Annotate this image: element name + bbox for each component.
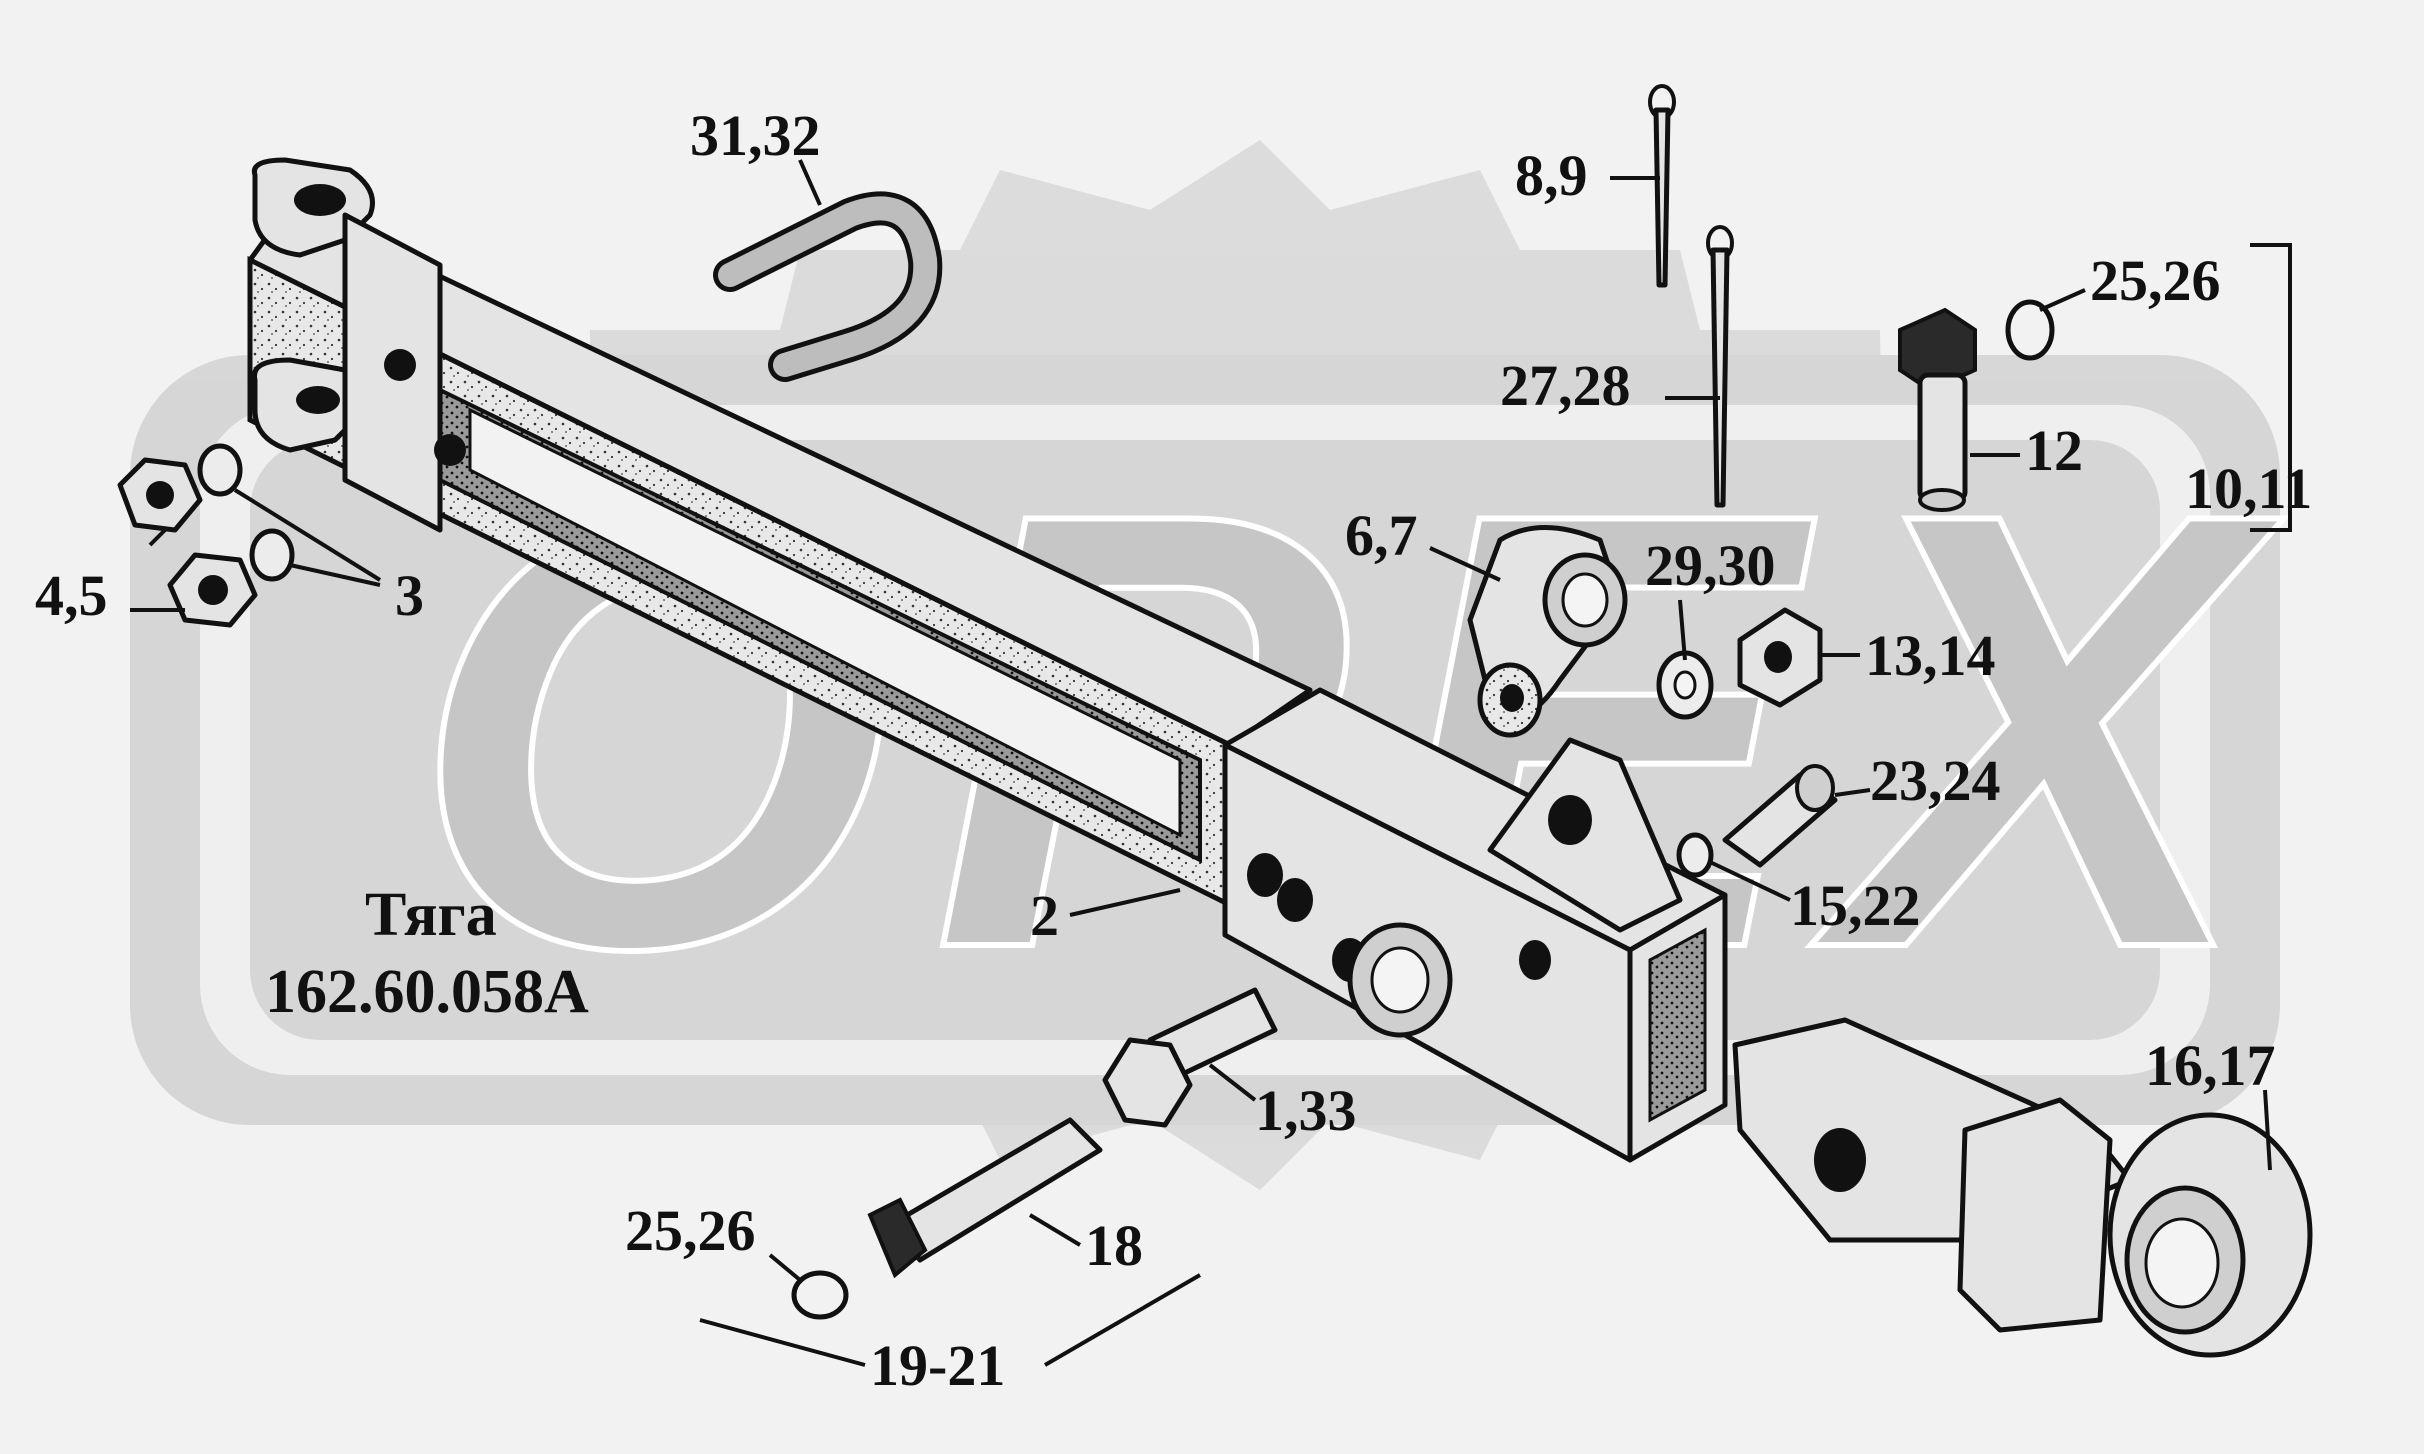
cotter-pin-long bbox=[1706, 225, 1734, 508]
label-4-5: 4,5 bbox=[35, 563, 108, 628]
part-labels: 31,32 8,9 25,26 27,28 12 10,11 6,7 29,30… bbox=[35, 103, 2312, 1398]
yoke-end bbox=[251, 157, 466, 533]
label-25-26-top: 25,26 bbox=[2090, 248, 2221, 313]
label-25-26-bottom: 25,26 bbox=[625, 1198, 756, 1263]
label-1-33: 1,33 bbox=[1255, 1078, 1357, 1143]
label-8-9: 8,9 bbox=[1515, 143, 1588, 208]
title-text: Тяга bbox=[365, 881, 497, 949]
leader-lines bbox=[130, 159, 2272, 1367]
washer-29-30 bbox=[1656, 650, 1714, 720]
nut-13-14 bbox=[1737, 607, 1823, 708]
washer-top bbox=[2005, 299, 2055, 361]
diagram-title: Тяга 162.60.058A bbox=[265, 881, 589, 1026]
washer-3-upper bbox=[197, 443, 243, 497]
label-31-32: 31,32 bbox=[690, 103, 821, 168]
pin-12 bbox=[1898, 307, 1977, 512]
label-23-24: 23,24 bbox=[1870, 748, 2001, 813]
cotter-pin-top bbox=[1648, 84, 1676, 288]
clamp-6-7 bbox=[1467, 525, 1628, 738]
label-18: 18 bbox=[1085, 1213, 1143, 1278]
nut-upper bbox=[117, 457, 203, 533]
label-27-28: 27,28 bbox=[1500, 353, 1631, 418]
part-number-text: 162.60.058A bbox=[265, 958, 589, 1026]
square-housing bbox=[1222, 687, 1728, 1163]
nut-lower bbox=[167, 552, 258, 628]
label-6-7: 6,7 bbox=[1345, 503, 1418, 568]
pin-18 bbox=[867, 1117, 1103, 1279]
label-3: 3 bbox=[395, 563, 424, 628]
label-15-22: 15,22 bbox=[1790, 873, 1921, 938]
tie-bar-body bbox=[247, 202, 1313, 910]
pin-23-24 bbox=[1722, 764, 1838, 868]
bracket-10-11 bbox=[2250, 243, 2292, 532]
label-12: 12 bbox=[2025, 418, 2083, 483]
label-13-14: 13,14 bbox=[1865, 623, 1996, 688]
label-2: 2 bbox=[1030, 883, 1059, 948]
label-10-11: 10,11 bbox=[2185, 456, 2312, 521]
swivel-eye bbox=[1732, 1017, 2313, 1358]
u-bolt bbox=[713, 191, 943, 382]
label-16-17: 16,17 bbox=[2145, 1033, 2276, 1098]
bolt-1-33 bbox=[1102, 987, 1278, 1128]
washer-3-lower bbox=[249, 528, 295, 582]
label-19-21: 19-21 bbox=[870, 1333, 1005, 1398]
label-29-30: 29,30 bbox=[1645, 533, 1776, 598]
washer-15-22 bbox=[1676, 832, 1714, 878]
washer-bottom bbox=[791, 1270, 849, 1320]
